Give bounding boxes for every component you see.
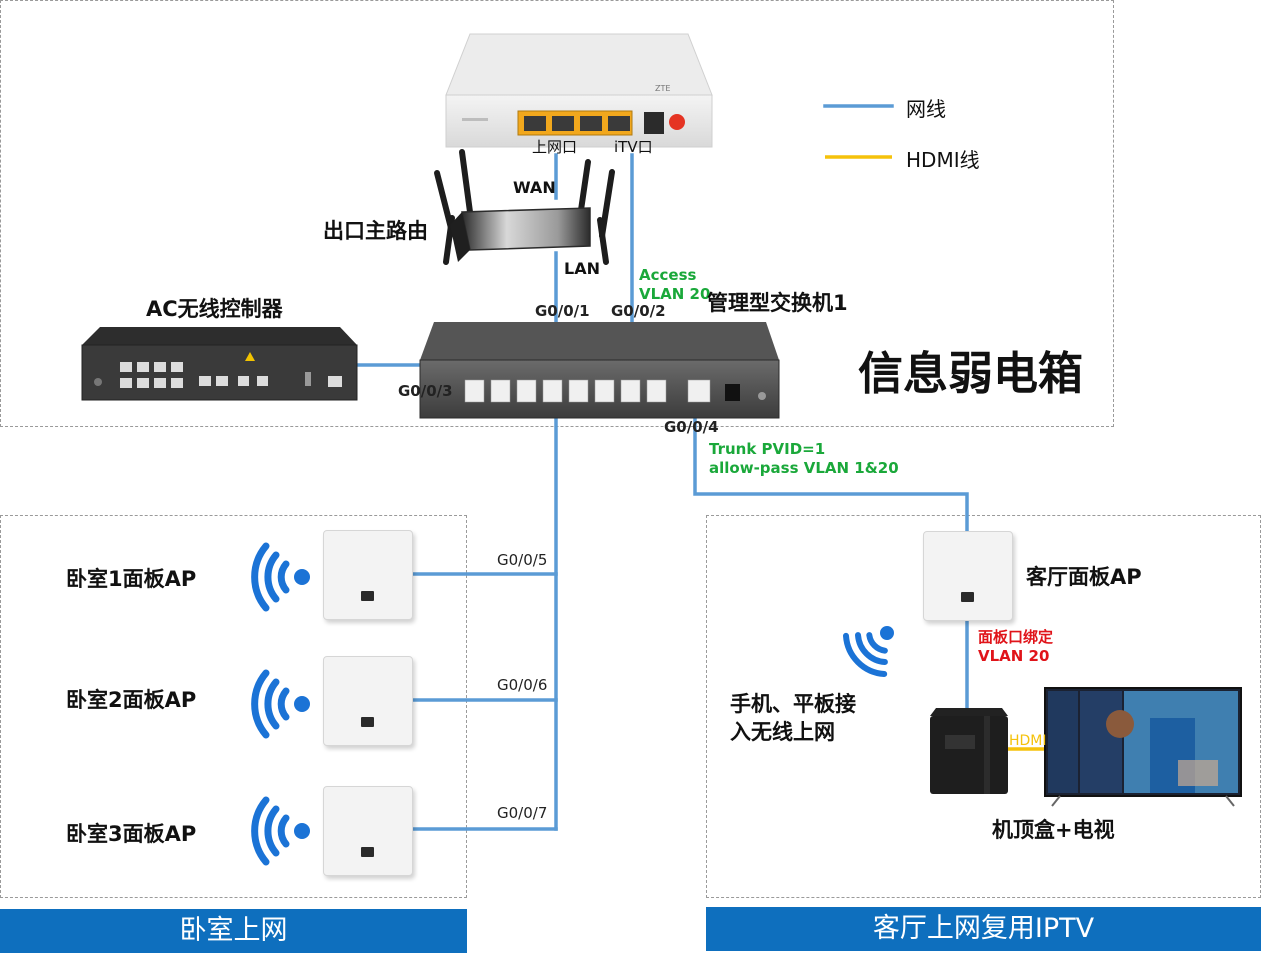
port-g003-label: G0/0/3 [398,382,453,400]
wan-label: WAN [513,178,556,197]
port-g004-label: G0/0/4 [664,418,719,436]
cabinet-title: 信息弱电箱 [858,347,1084,400]
living-room-panel-ap-device [923,531,1013,621]
mobile-wireless-label: 手机、平板接 入无线上网 [730,690,856,746]
set-top-box-device [930,708,1008,794]
trunk-label-line2: allow-pass VLAN 1&20 [709,459,899,477]
wifi-icons [251,542,894,866]
stb-tv-label: 机顶盒+电视 [992,818,1115,842]
ac-controller-device [81,327,358,401]
living-room-ap-label: 客厅面板AP [1026,565,1142,589]
hdmi-cables [825,155,1047,751]
optical-modem [445,33,713,148]
ont-brand-label: ZTE [655,84,671,93]
binding-label-line2: VLAN 20 [978,647,1050,665]
living-room-banner: 客厅上网复用IPTV [706,907,1261,951]
port-g002-label: G0/0/2 [611,302,666,320]
access-label-line1: Access [639,266,697,284]
bedroom2-panel-ap-device [323,656,413,746]
trunk-config-label: Trunk PVID=1 allow-pass VLAN 1&20 [709,440,899,478]
internet-port-label: 上网口 [532,138,578,156]
binding-label-line1: 面板口绑定 [978,628,1054,646]
mobile-label-line2: 入无线上网 [730,720,835,744]
access-vlan-label: Access VLAN 20 [639,266,710,304]
living-room-region [706,515,1261,898]
bedroom2-ap-label: 卧室2面板AP [66,688,197,712]
network-cables [355,104,969,831]
bedroom1-ap-label: 卧室1面板AP [66,567,197,591]
itv-port-label: iTV口 [614,138,653,156]
tv-device [1044,687,1242,807]
legend-network-cable-label: 网线 [906,97,946,121]
trunk-label-line1: Trunk PVID=1 [709,440,826,458]
router-label: 出口主路由 [323,219,428,243]
port-g001-label: G0/0/1 [535,302,590,320]
legend-hdmi-cable-label: HDMI线 [906,148,980,172]
panel-port-binding-label: 面板口绑定 VLAN 20 [978,628,1053,666]
access-label-line2: VLAN 20 [639,285,711,303]
hdmi-label: HDMI [1009,733,1047,749]
bedroom3-panel-ap-device [323,786,413,876]
port-g005-label: G0/0/5 [497,551,548,569]
bedroom1-panel-ap-device [323,530,413,620]
managed-switch-label: 管理型交换机1 [707,291,848,315]
ac-controller-label: AC无线控制器 [146,297,283,321]
bedroom-region [0,515,467,898]
managed-switch-device [419,322,780,419]
lan-label: LAN [564,259,600,278]
port-g007-label: G0/0/7 [497,804,548,822]
bedroom3-ap-label: 卧室3面板AP [66,822,197,846]
port-g006-label: G0/0/6 [497,676,548,694]
mobile-label-line1: 手机、平板接 [730,692,856,716]
bedroom-banner: 卧室上网 [0,909,467,953]
